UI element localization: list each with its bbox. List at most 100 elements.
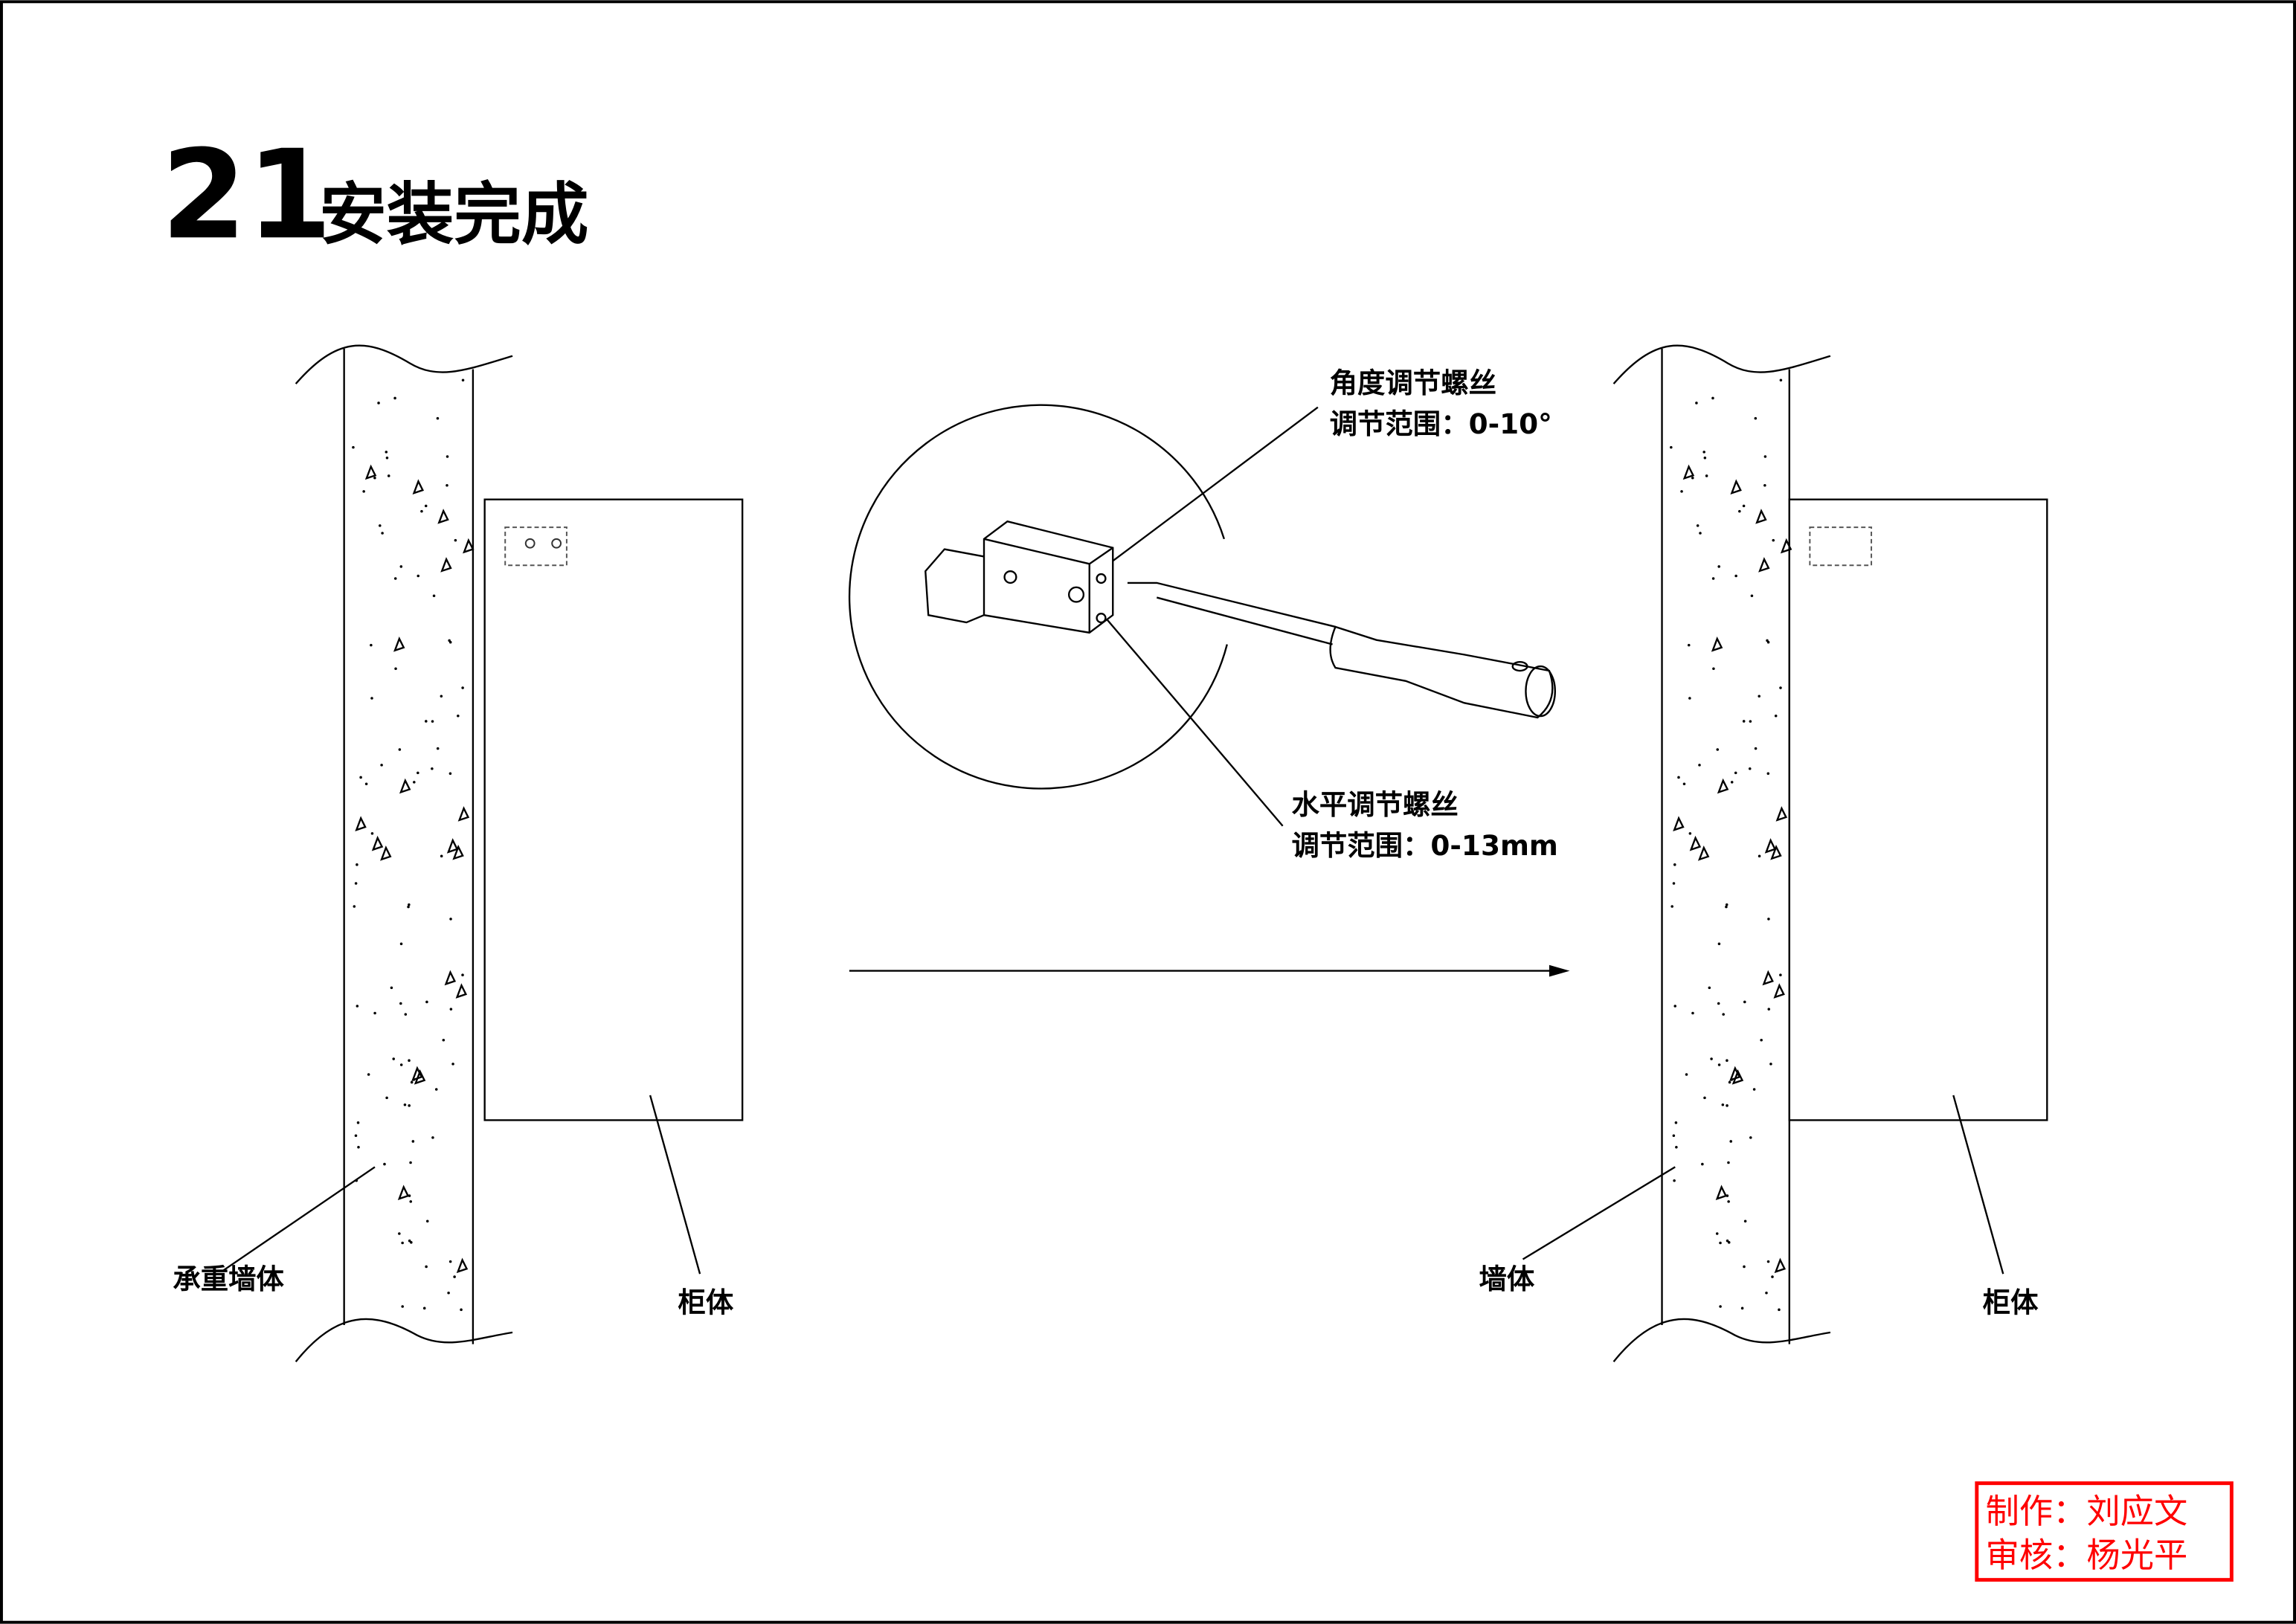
concrete-aggregate: [364, 464, 377, 480]
direction-arrow: [849, 964, 1570, 977]
concrete-speckle: [1734, 574, 1737, 578]
concrete-speckle: [1717, 942, 1721, 946]
concrete-speckle: [1779, 378, 1783, 382]
approval-stamp: 制作：刘应文 审核：杨光平: [1975, 1481, 2234, 1582]
concrete-speckle: [408, 1059, 411, 1062]
concrete-aggregate: [446, 838, 459, 854]
concrete-aggregate: [1775, 806, 1788, 822]
concrete-speckle: [1754, 416, 1758, 420]
screwdriver-icon: [1127, 581, 1556, 719]
concrete-speckle: [1742, 504, 1746, 508]
concrete-speckle: [1778, 1308, 1781, 1312]
concrete-speckle: [1742, 720, 1746, 723]
concrete-aggregate: [371, 835, 384, 851]
concrete-aggregate: [1717, 778, 1729, 794]
concrete-speckle: [393, 396, 396, 400]
concrete-speckle: [1696, 524, 1700, 527]
concrete-speckle: [1743, 1000, 1746, 1004]
concrete-speckle: [1712, 667, 1715, 670]
concrete-speckle: [431, 1136, 434, 1139]
cabinet-label-before: 柜体: [678, 1286, 734, 1318]
concrete-speckle: [1691, 476, 1694, 480]
concrete-speckle: [1774, 714, 1778, 718]
concrete-aggregate: [457, 806, 470, 822]
concrete-speckle: [1766, 772, 1770, 776]
concrete-speckle: [385, 451, 388, 454]
concrete-speckle: [1716, 748, 1720, 751]
concrete-speckle: [377, 402, 380, 405]
concrete-speckle: [359, 776, 362, 779]
concrete-speckle: [370, 832, 374, 835]
concrete-speckle: [1703, 1096, 1706, 1100]
concrete-speckle: [1685, 1073, 1688, 1076]
concrete-speckle: [1682, 782, 1686, 786]
concrete-speckle: [1740, 1306, 1744, 1310]
concrete-speckle: [364, 782, 368, 786]
concrete-aggregate: [440, 557, 452, 573]
concrete-speckle: [1725, 903, 1729, 906]
concrete-speckle: [451, 1063, 454, 1066]
concrete-speckle: [1703, 457, 1707, 460]
concrete-speckle: [408, 903, 411, 906]
concrete-speckle: [460, 1308, 463, 1312]
concrete-speckle: [436, 416, 440, 420]
made-by: 制作：刘应文: [1986, 1492, 2188, 1531]
concrete-speckle: [404, 1013, 408, 1016]
concrete-speckle: [440, 854, 443, 858]
concrete-speckle: [379, 524, 382, 527]
concrete-speckle: [432, 594, 436, 598]
concrete-speckle: [392, 1057, 395, 1060]
concrete-speckle: [1750, 594, 1754, 598]
concrete-speckle: [1743, 1219, 1747, 1223]
concrete-speckle: [422, 1306, 426, 1310]
concrete-speckle: [354, 1134, 358, 1138]
concrete-aggregate: [1758, 557, 1770, 573]
concrete-speckle: [1695, 402, 1698, 405]
concrete-speckle: [410, 1241, 413, 1244]
concrete-speckle: [383, 1162, 386, 1166]
concrete-speckle: [425, 1000, 428, 1004]
concrete-speckle: [1670, 905, 1673, 908]
concrete-speckle: [448, 772, 452, 776]
concrete-speckle: [409, 1200, 413, 1203]
concrete-speckle: [1748, 767, 1752, 770]
concrete-speckle: [411, 1140, 415, 1143]
concrete-speckle: [1767, 918, 1770, 921]
concrete-speckle: [454, 538, 457, 542]
cabinet-label-after: 柜体: [1983, 1286, 2039, 1318]
concrete-speckle: [399, 1002, 402, 1005]
concrete-speckle: [420, 509, 423, 513]
concrete-speckle: [461, 378, 465, 382]
concrete-speckle: [1711, 396, 1714, 400]
wall-label-after: 墙体: [1479, 1263, 1534, 1295]
concrete-speckle: [425, 1219, 429, 1223]
concrete-speckle: [1772, 538, 1775, 542]
concrete-speckle: [1717, 1063, 1721, 1066]
concrete-aggregate: [1711, 637, 1723, 652]
concrete-speckle: [1673, 1179, 1676, 1182]
concrete-aggregate: [1673, 816, 1685, 832]
concrete-speckle: [1701, 1162, 1704, 1166]
concrete-speckle: [425, 720, 428, 723]
hanger-bracket-detail: [924, 520, 1114, 634]
concrete-speckle: [1734, 771, 1737, 775]
concrete-speckle: [1687, 643, 1691, 647]
concrete-speckle: [409, 1161, 412, 1164]
concrete-speckle: [1758, 854, 1761, 858]
concrete-speckle: [434, 1088, 438, 1091]
concrete-speckle: [448, 640, 452, 644]
concrete-aggregate: [452, 844, 464, 860]
concrete-speckle: [356, 863, 358, 866]
concrete-aggregate: [1715, 1185, 1728, 1201]
concrete-aggregate: [444, 970, 457, 986]
concrete-speckle: [1711, 577, 1715, 580]
concrete-speckle: [398, 748, 402, 751]
concrete-speckle: [1721, 1103, 1725, 1106]
concrete-speckle: [408, 1194, 411, 1197]
angle-screw-range: 调节范围：0-10°: [1330, 407, 1552, 440]
concrete-speckle: [1725, 905, 1728, 909]
concrete-speckle: [1674, 1121, 1678, 1124]
concrete-speckle: [442, 1038, 446, 1042]
concrete-speckle: [1730, 781, 1734, 784]
concrete-speckle: [373, 1011, 376, 1015]
